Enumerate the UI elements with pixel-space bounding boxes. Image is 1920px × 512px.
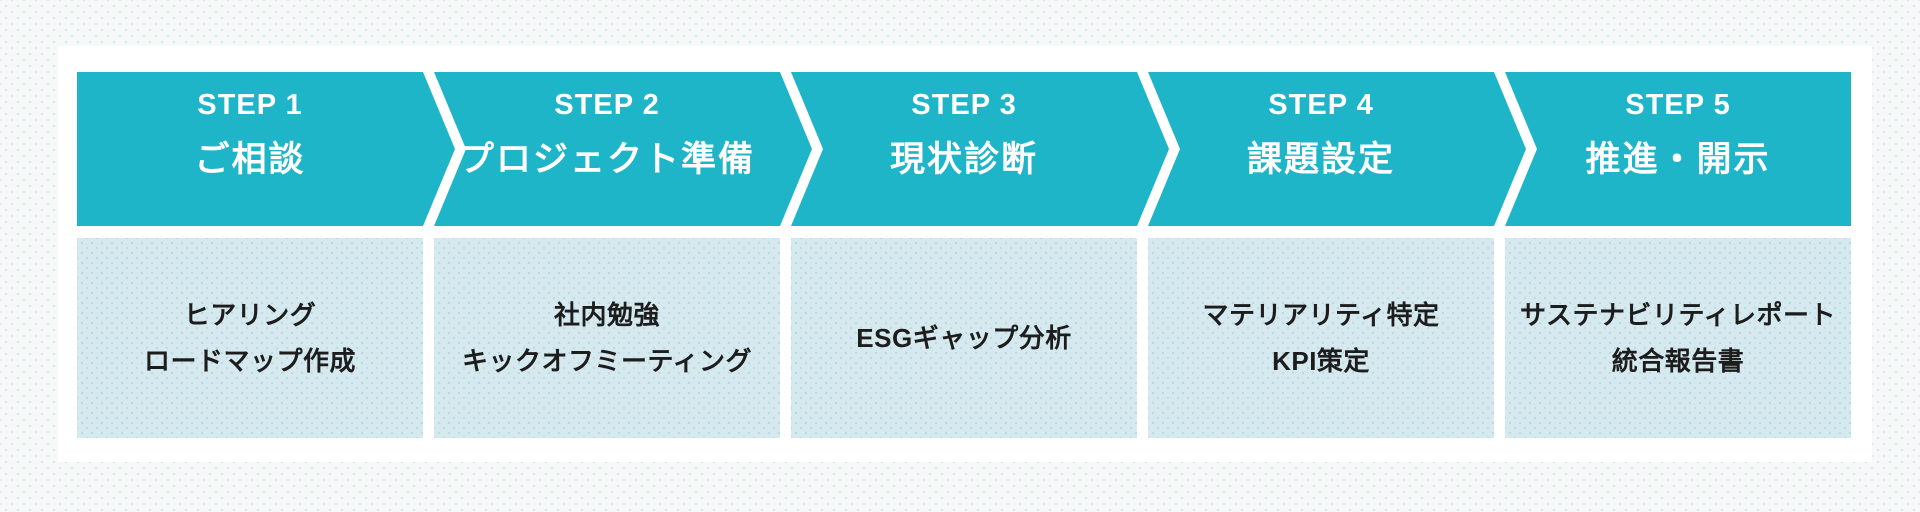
detail-line: KPI策定 — [1272, 346, 1370, 376]
step-1-chevron: STEP 1 ご相談 — [77, 72, 455, 226]
step-3-details: ESGギャップ分析 — [791, 238, 1137, 438]
step-title: 課題設定 — [1246, 140, 1395, 179]
step-label: STEP 5 — [1625, 89, 1731, 121]
step-title: プロジェクト準備 — [458, 140, 755, 179]
step-label: STEP 3 — [911, 89, 1017, 121]
step-1-details: ヒアリング ロードマップ作成 — [77, 238, 423, 438]
step-5-details: サステナビリティレポート 統合報告書 — [1505, 238, 1851, 438]
step-title: 現状診断 — [889, 140, 1038, 179]
detail-line: マテリアリティ特定 — [1202, 300, 1440, 330]
step-1-heading: STEP 1 ご相談 — [77, 72, 423, 226]
step-3-heading: STEP 3 現状診断 — [791, 72, 1137, 226]
step-4-details: マテリアリティ特定 KPI策定 — [1148, 238, 1494, 438]
step-4-chevron: STEP 4 課題設定 — [1148, 72, 1526, 226]
detail-row: ヒアリング ロードマップ作成 社内勉強 キックオフミーティング ESGギャップ分… — [77, 238, 1851, 438]
step-5-chevron: STEP 5 推進・開示 — [1505, 72, 1851, 226]
step-5-heading: STEP 5 推進・開示 — [1505, 72, 1851, 226]
step-title: 推進・開示 — [1585, 140, 1771, 179]
step-label: STEP 1 — [197, 89, 303, 121]
step-2-details: 社内勉強 キックオフミーティング — [434, 238, 780, 438]
chevron-arrow-shape — [791, 72, 1169, 226]
chevron-arrow-shape — [1148, 72, 1526, 226]
step-4-heading: STEP 4 課題設定 — [1148, 72, 1494, 226]
chevron-row: STEP 1 ご相談 STEP 2 プロジェクト準備 STEP 3 現状診断 — [77, 72, 1851, 226]
detail-line: キックオフミーティング — [462, 346, 752, 376]
detail-line: 統合報告書 — [1611, 346, 1745, 376]
detail-line: ヒアリング — [183, 300, 317, 330]
detail-line: サステナビリティレポート — [1520, 300, 1836, 330]
chevron-arrow-shape — [434, 72, 812, 226]
step-2-chevron: STEP 2 プロジェクト準備 — [434, 72, 812, 226]
step-label: STEP 2 — [554, 89, 660, 121]
detail-line: ロードマップ作成 — [143, 346, 356, 376]
step-2-heading: STEP 2 プロジェクト準備 — [434, 72, 780, 226]
step-3-chevron: STEP 3 現状診断 — [791, 72, 1169, 226]
chevron-arrow-shape — [77, 72, 455, 226]
step-title: ご相談 — [194, 140, 306, 179]
process-card: STEP 1 ご相談 STEP 2 プロジェクト準備 STEP 3 現状診断 — [58, 46, 1872, 462]
detail-line: 社内勉強 — [553, 300, 660, 330]
detail-line: ESGギャップ分析 — [856, 323, 1072, 353]
process-flow: STEP 1 ご相談 STEP 2 プロジェクト準備 STEP 3 現状診断 — [77, 72, 1851, 438]
chevron-arrow-shape — [1505, 72, 1851, 226]
step-label: STEP 4 — [1268, 89, 1374, 121]
